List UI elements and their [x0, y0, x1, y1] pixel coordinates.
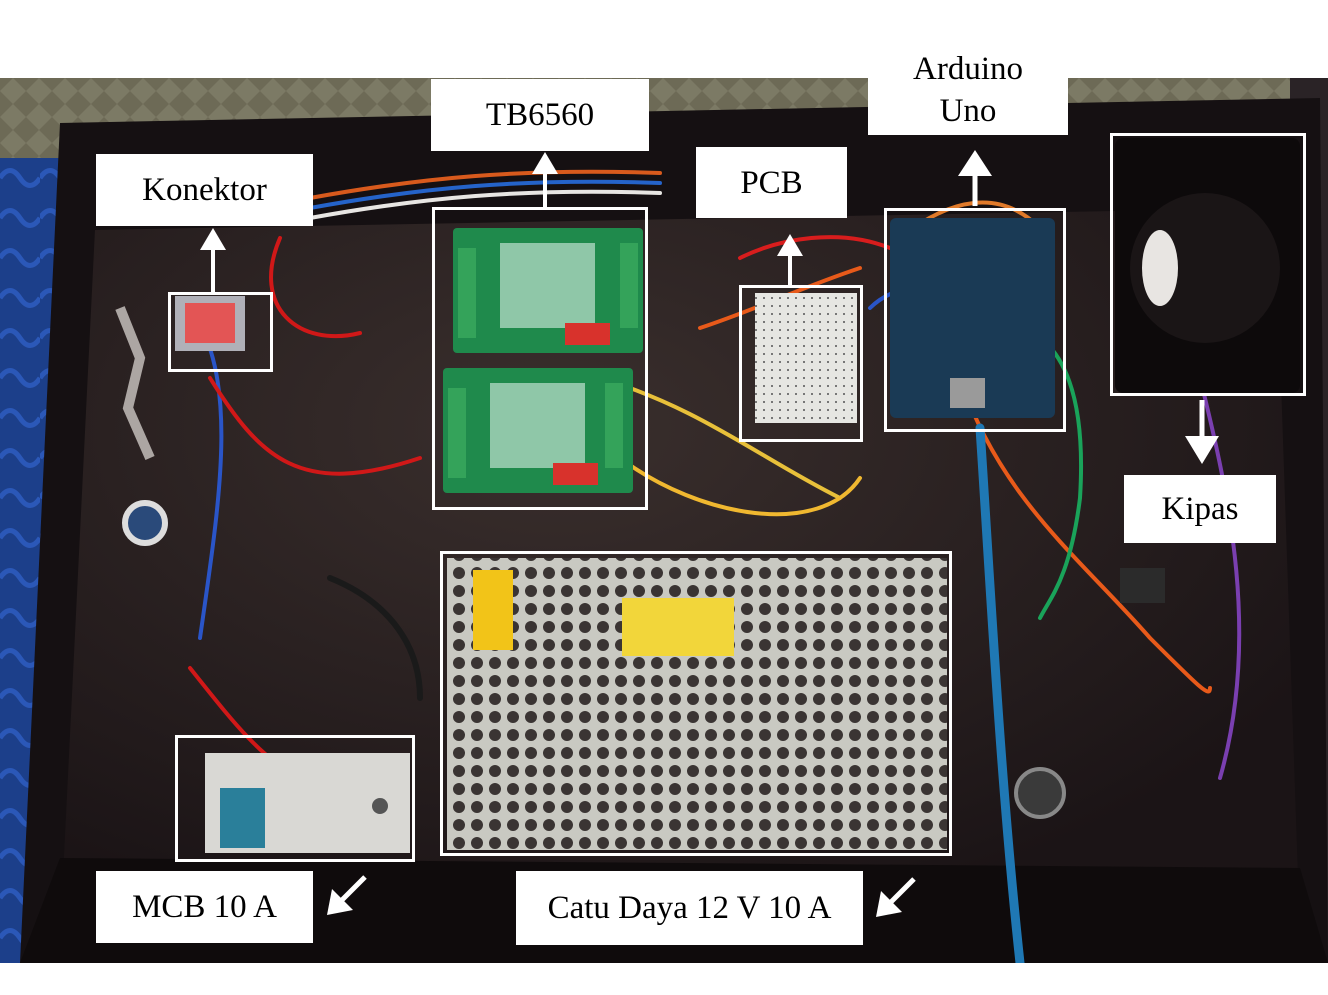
konektor-label: Konektor: [96, 154, 313, 226]
konektor-arrow-icon: [200, 228, 226, 292]
pcb-highlight-box: [739, 285, 863, 442]
kipas-highlight-box: [1110, 133, 1306, 396]
tb6560-arrow-icon: [532, 152, 558, 208]
kipas-label: Kipas: [1124, 475, 1276, 543]
arduino-label: Arduino Uno: [868, 45, 1068, 135]
catu-daya-highlight-box: [440, 551, 952, 856]
arduino-label-line1: Arduino: [913, 51, 1023, 87]
enclosure-photo: [0, 78, 1328, 963]
kipas-arrow-icon: [1185, 400, 1219, 464]
catu-daya-arrow-icon: [876, 877, 916, 917]
arduino-label-line2: Uno: [939, 93, 997, 129]
mcb-label: MCB 10 A: [96, 871, 313, 943]
catu-daya-label: Catu Daya 12 V 10 A: [516, 871, 863, 945]
mcb-arrow-icon: [327, 875, 367, 915]
tb6560-highlight-box: [432, 207, 648, 510]
konektor-highlight-box: [168, 292, 273, 372]
tb6560-label: TB6560: [431, 79, 649, 151]
mcb-highlight-box: [175, 735, 415, 862]
arduino-highlight-box: [884, 208, 1066, 432]
arduino-arrow-icon: [958, 150, 992, 206]
pcb-arrow-icon: [777, 234, 803, 286]
pcb-label: PCB: [696, 147, 847, 218]
